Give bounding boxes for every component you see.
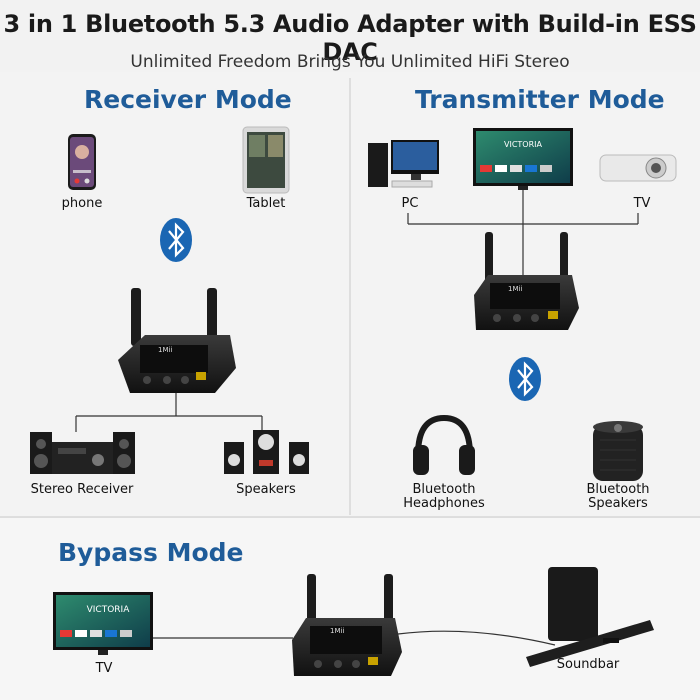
receiver-mode-title: Receiver Mode: [84, 85, 292, 114]
tablet-icon: [242, 126, 290, 194]
headphones-icon: [413, 414, 475, 475]
device-logo: 1Mii: [158, 346, 173, 354]
headphones-label-line1: Bluetooth: [412, 482, 476, 497]
device-logo: 1Mii: [508, 285, 523, 293]
bluetooth-icon: [160, 218, 192, 262]
phone-icon: [68, 134, 96, 190]
adapter-icon: [474, 232, 579, 330]
tv-label: TV: [633, 196, 651, 211]
page-subtitle: Unlimited Freedom Brings You Unlimited H…: [130, 52, 570, 72]
speakers-label: Speakers: [236, 482, 296, 497]
tablet-label: Tablet: [246, 196, 286, 211]
speaker-label-line2: Speakers: [588, 496, 648, 511]
stereo-receiver-icon: [30, 432, 135, 474]
bypass-tv-label: TV: [95, 661, 113, 676]
pc-icon: [368, 140, 439, 188]
svg-text:VICTORIA: VICTORIA: [504, 140, 543, 149]
speaker-icon: [224, 430, 309, 474]
tv-icon: VICTORIA: [53, 592, 153, 655]
bypass-mode-title: Bypass Mode: [58, 538, 244, 567]
page-title: 3 in 1 Bluetooth 5.3 Audio Adapter with …: [3, 10, 697, 66]
tv-icon: VICTORIA: [473, 128, 573, 190]
bluetooth-headphones-label: Bluetooth Headphones: [394, 483, 494, 511]
projector-icon: [599, 154, 677, 182]
bluetooth-speakers-label: Bluetooth Speakers: [568, 483, 668, 511]
transmitter-mode-title: Transmitter Mode: [415, 85, 665, 114]
adapter-icon: [292, 574, 402, 676]
svg-text:VICTORIA: VICTORIA: [87, 605, 131, 615]
stereo-receiver-label: Stereo Receiver: [30, 482, 134, 497]
pc-label: PC: [401, 196, 419, 211]
soundbar-icon: [526, 567, 654, 667]
soundbar-label: Soundbar: [556, 657, 620, 672]
headphones-label-line2: Headphones: [403, 496, 485, 511]
adapter-icon: [118, 288, 236, 393]
bluetooth-icon: [509, 357, 541, 401]
speaker-icon: [593, 421, 643, 481]
phone-label: phone: [61, 196, 103, 211]
device-logo: 1Mii: [330, 627, 345, 635]
speaker-label-line1: Bluetooth: [586, 482, 650, 497]
